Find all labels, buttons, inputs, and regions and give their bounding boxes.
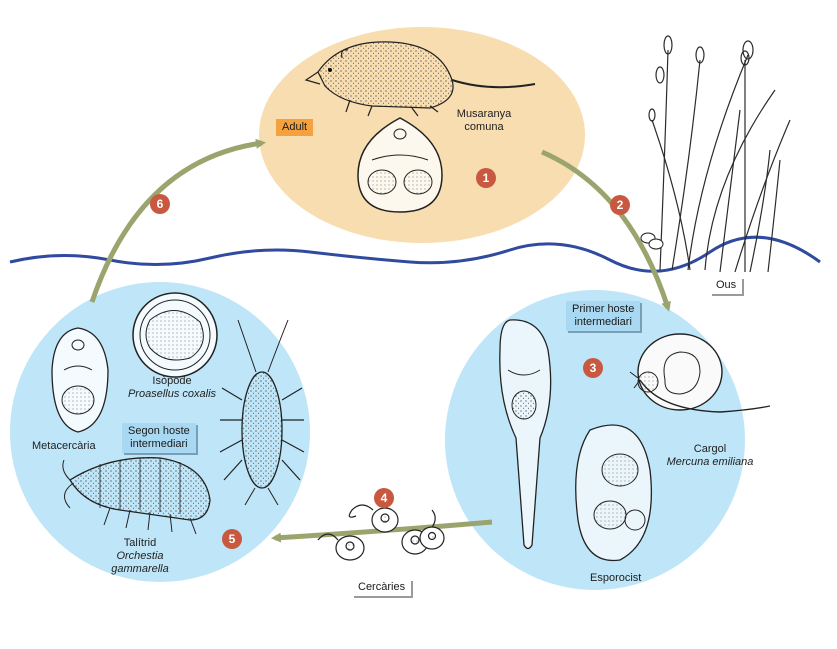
- step-badge-1: 1: [476, 168, 496, 188]
- sporocyst-label: Esporocist: [590, 572, 642, 584]
- isopod-common-name: Isòpode: [152, 375, 192, 387]
- adult-host-name-line1: Musaranya: [456, 108, 512, 120]
- step-badge-6: 6: [150, 194, 170, 214]
- amphipod-common-name: Talítrid: [123, 537, 157, 549]
- metacercaria-label: Metacercària: [32, 440, 96, 452]
- adult-tag: Adult: [276, 119, 314, 136]
- snail-latin-name: Mercuna emiliana: [666, 456, 754, 468]
- adult-host-name-line2: comuna: [464, 121, 504, 133]
- first-host-tag: Primer hoste intermediari: [566, 301, 641, 331]
- adult-host-name: Musaranya comuna: [449, 108, 519, 134]
- cercaria-icon: [317, 504, 445, 561]
- snail-icon: [629, 333, 771, 413]
- metacercaria-icon: [51, 327, 109, 433]
- snail-common-name: Cargol: [693, 443, 727, 455]
- second-host-tag: Segon hoste intermediari: [122, 423, 196, 453]
- first-host-tag-line2: intermediari: [574, 316, 632, 328]
- isopod-caption: Isòpode Proasellus coxalis: [112, 375, 232, 401]
- reed-plants-icon: [648, 35, 791, 273]
- first-host-tag-line1: Primer hoste: [572, 303, 635, 315]
- step-badge-3: 3: [583, 358, 603, 378]
- isopod-icon: [219, 319, 305, 506]
- second-host-tag-line2: intermediari: [130, 438, 188, 450]
- step-badge-4: 4: [374, 488, 394, 508]
- amphipod-latin-name-2: gammarella: [111, 563, 169, 575]
- sporocyst-icon: [499, 319, 552, 550]
- step-badge-5: 5: [222, 529, 242, 549]
- mother-sporocyst-icon: [575, 424, 653, 562]
- egg-capsule-icon: [357, 117, 443, 213]
- cyst-icon: [132, 292, 218, 378]
- amphipod-icon: [62, 457, 211, 535]
- amphipod-latin-name-1: Orchestia: [116, 550, 164, 562]
- cercariae-label: Cercàries: [352, 579, 412, 596]
- step-badge-2: 2: [610, 195, 630, 215]
- second-host-tag-line1: Segon hoste: [128, 425, 190, 437]
- arrow-metacercaria-to-adult: [89, 138, 266, 303]
- shrew-icon: [304, 41, 536, 117]
- eggs-label: Ous: [710, 277, 743, 294]
- amphipod-caption: Talítrid Orchestia gammarella: [100, 537, 180, 576]
- isopod-latin-name: Proasellus coxalis: [127, 388, 217, 400]
- egg-cluster-icon: [640, 232, 664, 250]
- snail-caption: Cargol Mercuna emiliana: [650, 443, 770, 469]
- water-surface-line: [9, 235, 821, 273]
